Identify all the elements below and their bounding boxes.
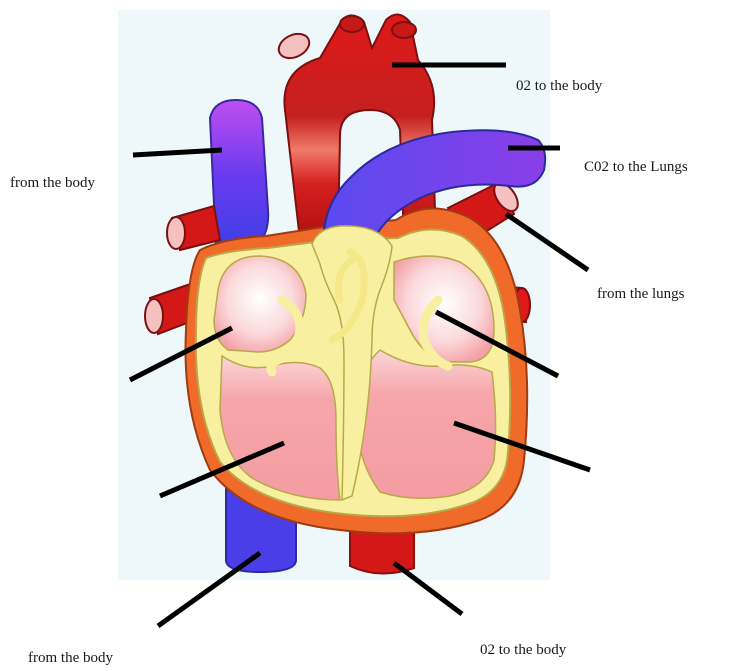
aorta-branch-right xyxy=(392,22,416,38)
pulmonary-vein-left-lower-cap xyxy=(145,299,163,333)
label-from-body-left: from the body xyxy=(10,175,95,192)
left-ventricle xyxy=(356,350,496,498)
label-from-lungs: from the lungs xyxy=(597,286,685,303)
label-o2-to-body-bottom: 02 to the body xyxy=(480,642,566,659)
label-co2-to-lungs: C02 to the Lungs xyxy=(584,159,688,176)
aorta-branch-mid xyxy=(340,16,364,32)
label-from-body-bottom: from the body xyxy=(28,650,113,667)
superior-vena-cava xyxy=(210,100,268,248)
label-o2-to-body-top: 02 to the body xyxy=(516,78,602,95)
pulmonary-vein-left-upper-cap xyxy=(167,217,185,249)
